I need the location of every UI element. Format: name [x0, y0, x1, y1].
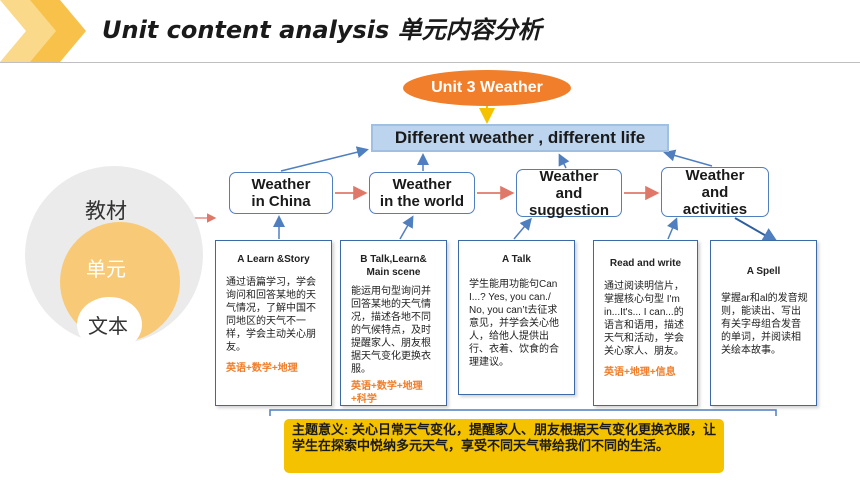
lesson-card-a-spell: A Spell 掌握ar和al的发音规则，能读出、写出有关字母组合发音的单词，并… — [710, 240, 817, 406]
lesson-card-a-talk: A Talk 学生能用功能句Can I...? Yes, you can./ N… — [458, 240, 575, 395]
card-heading: A Learn &Story — [237, 254, 310, 265]
page-title: Unit content analysis 单元内容分析 — [102, 16, 542, 44]
header-chevron-decoration — [0, 0, 86, 62]
card-heading: B Talk,Learn& Main scene — [360, 254, 427, 278]
lesson-card-read-and-write: Read and write 通过阅读明信片，掌握核心句型 I'm in...I… — [593, 240, 698, 406]
text-circle — [77, 297, 142, 352]
card-body: 学生能用功能句Can I...? Yes, you can./ No, you … — [469, 279, 559, 368]
unit-label: 单元 — [86, 257, 126, 281]
card-heading: A Spell — [746, 266, 781, 277]
text-label: 文本 — [88, 314, 128, 338]
card-body: 通过语篇学习，学会询问和回答某地的天气情况，了解中国不同地区的天气不一样，学会主… — [226, 277, 316, 353]
lesson-card-b-talk-learn: B Talk,Learn& Main scene 能运用句型询问并回答某地的天气… — [340, 240, 447, 406]
theme-box: Different weather , different life — [371, 124, 669, 152]
lesson-card-a-learn-story: A Learn &Story 通过语篇学习，学会询问和回答某地的天气情况，了解中… — [215, 240, 332, 406]
unit-title-oval: Unit 3 Weather — [403, 70, 571, 106]
card-subjects: 英语+数学+地理+科学 — [351, 381, 423, 405]
card-body: 掌握ar和al的发音规则，能读出、写出有关字母组合发音的单词，并阅读相关绘本故事… — [721, 293, 808, 356]
card-body: 通过阅读明信片，掌握核心句型 I'm in...It's... I can...… — [604, 281, 684, 357]
card-subjects: 英语+数学+地理 — [226, 363, 298, 374]
card-subjects: 英语+地理+信息 — [604, 367, 676, 378]
theme-meaning-summary: 主题意义: 关心日常天气变化，提醒家人、朋友根据天气变化更换衣服，让学生在探索中… — [284, 419, 724, 473]
card-heading: A Talk — [502, 254, 531, 265]
header-divider — [0, 62, 860, 63]
card-heading: Read and write — [609, 258, 682, 269]
textbook-label: 教材 — [85, 199, 127, 223]
card-body: 能运用句型询问并回答某地的天气情况，描述各地不同的气候特点，及时提醒家人、朋友根… — [351, 286, 431, 375]
